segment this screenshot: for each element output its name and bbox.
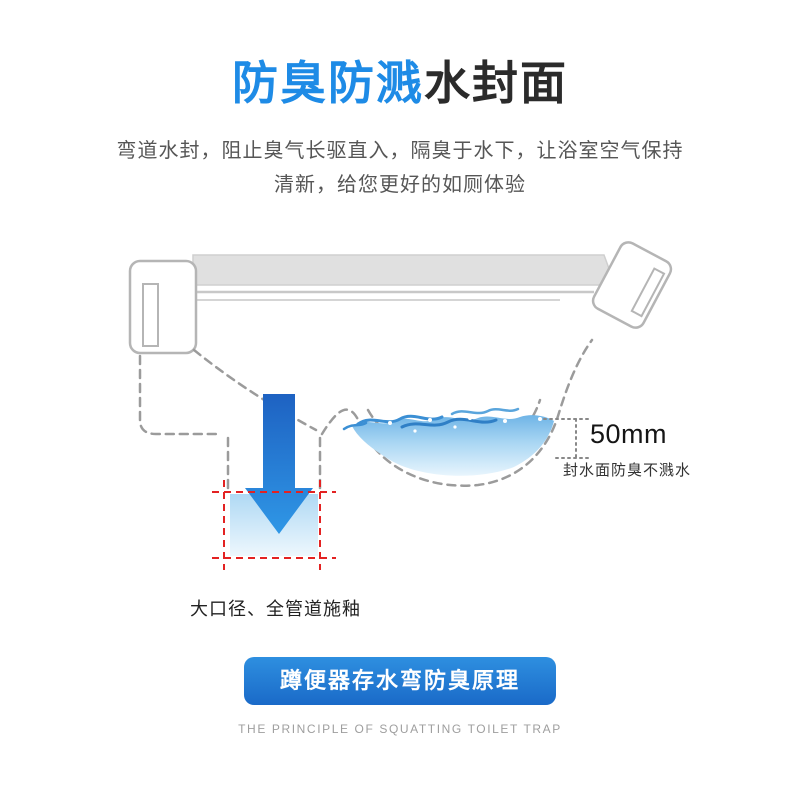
- page-subtitle: 弯道水封，阻止臭气长驱直入，隔臭于水下，让浴室空气保持 清新，给您更好的如厕体验: [0, 134, 800, 202]
- red-dashed-marker: [212, 480, 336, 570]
- down-arrow-icon: [245, 394, 313, 534]
- floor-slab: [192, 254, 617, 301]
- principle-banner: 蹲便器存水弯防臭原理: [243, 657, 557, 705]
- foam-dots: [388, 416, 542, 433]
- glaze-label: 大口径、全管道施釉: [190, 599, 361, 619]
- subtitle-line-2: 清新，给您更好的如厕体验: [274, 174, 526, 196]
- dimension-lines: [543, 418, 589, 459]
- page-title: 防臭防溅水封面: [0, 58, 800, 109]
- toilet-trap-diagram: [0, 228, 800, 640]
- dimension-caption: 封水面防臭不溅水: [563, 462, 692, 479]
- subtitle-line-1: 弯道水封，阻止臭气长驱直入，隔臭于水下，让浴室空气保持: [116, 140, 684, 162]
- water-seal: [342, 407, 554, 476]
- dimension-label: 50mm: [590, 419, 668, 449]
- right-end-fixture: [591, 241, 673, 329]
- title-highlight: 防臭防溅: [232, 57, 424, 109]
- footer-caption: THE PRINCIPLE OF SQUATTING TOILET TRAP: [238, 722, 562, 736]
- left-inlet-fixture: [128, 259, 198, 355]
- trap-cross-section-drawing: [128, 241, 673, 570]
- trap-outline: [138, 338, 594, 490]
- title-rest: 水封面: [424, 57, 568, 109]
